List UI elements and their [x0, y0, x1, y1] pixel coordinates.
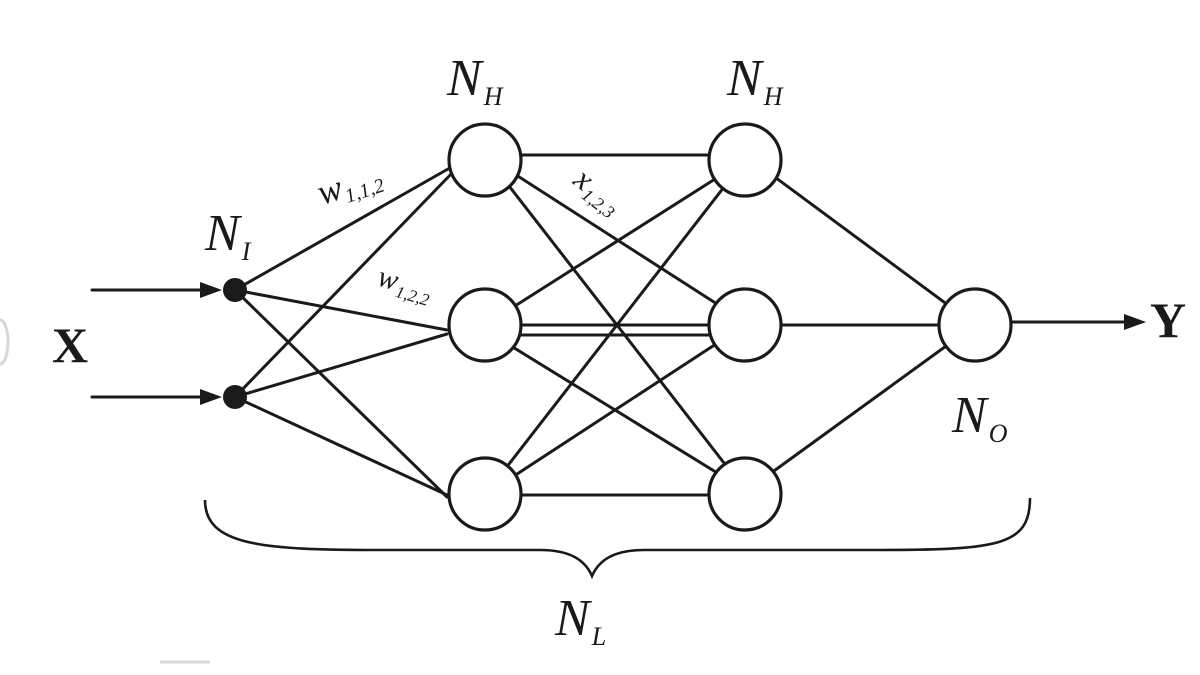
input-layer-label: NI	[204, 205, 252, 266]
input-arrowhead-1	[200, 282, 222, 298]
output-label-y: Y	[1150, 292, 1186, 348]
hidden2-layer-label: NH	[726, 50, 784, 111]
input-arrowhead-2	[200, 389, 222, 405]
edges-input-hidden1	[233, 163, 457, 499]
all-layers-label: NL	[554, 590, 606, 651]
hidden2-node-2	[707, 287, 783, 363]
layers-brace	[203, 497, 1032, 580]
output-layer-label: NO	[951, 387, 1008, 448]
hidden1-layer-label: NH	[446, 50, 504, 111]
weight-label-a: w1,1,2	[312, 154, 387, 215]
output-arrow	[1010, 314, 1146, 330]
input-label-x: X	[52, 317, 88, 373]
edges-hidden2-output	[743, 153, 977, 494]
hidden2-node-1	[707, 122, 783, 198]
hidden1-node-1	[447, 122, 523, 198]
input-node-1	[223, 278, 247, 302]
weight-label-b: w1,2,2	[373, 260, 436, 310]
hidden1-node-2	[447, 287, 523, 363]
edges-hidden1-hidden2	[483, 153, 747, 497]
hidden2-node-3	[707, 456, 783, 532]
output-node	[937, 287, 1013, 363]
edge-fragment	[0, 318, 10, 366]
hidden1-node-3	[447, 456, 523, 532]
input-node-2	[223, 385, 247, 409]
input-arrows	[90, 282, 222, 405]
